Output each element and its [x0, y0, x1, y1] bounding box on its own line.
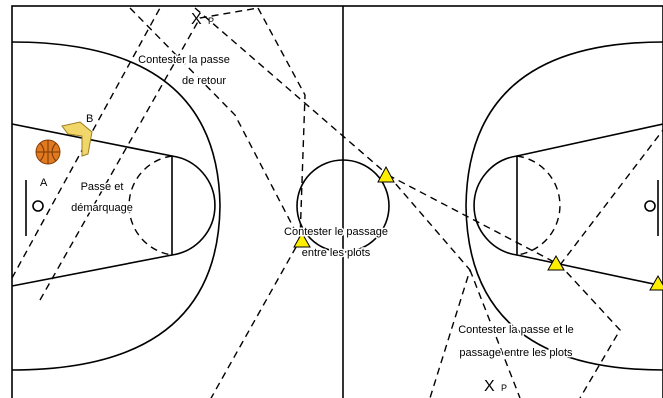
right-key-lane — [516, 123, 663, 287]
player-a-label: A — [40, 177, 48, 189]
left-drill-zone-outer — [129, 7, 301, 241]
cone-icon — [649, 274, 663, 291]
player-b-icon — [61, 121, 93, 157]
cone-icon — [293, 231, 311, 248]
top-defender-marker: X P — [191, 11, 214, 28]
contest-passage-line1: Contester le passage — [284, 226, 388, 238]
right-drill-zone-outer — [387, 174, 621, 398]
center-passing-lane — [194, 7, 389, 176]
top-defender-p: P — [208, 16, 214, 26]
center-circle — [296, 159, 390, 253]
left-drill-zone-inner — [39, 7, 259, 301]
contest-return-pass-line2: de retour — [182, 75, 226, 87]
contest-return-pass-annotation: Contester la passe de retour — [137, 53, 232, 89]
contest-passage-annotation: Contester le passage entre les plots — [283, 225, 390, 261]
left-free-throw-arc — [171, 155, 216, 256]
right-three-point-arc — [465, 41, 663, 371]
right-rim — [644, 200, 656, 212]
left-drill-zone-diamond — [210, 7, 306, 398]
right-drill-zone-inner — [469, 269, 521, 398]
left-free-throw-arc-dashed — [128, 155, 173, 256]
left-three-point-arc — [11, 41, 221, 371]
right-free-throw-arc — [473, 155, 518, 256]
pass-and-cut-line1: Passe et — [81, 181, 124, 193]
contest-pass-passage-line1: Contester la passe et le — [458, 324, 574, 336]
left-drill-zone-left-side — [11, 7, 161, 279]
right-free-throw-arc-dashed — [516, 155, 561, 256]
contest-pass-passage-line2: passage entre les plots — [459, 347, 573, 359]
left-key-lane — [11, 123, 173, 287]
pass-and-cut-annotation: Passe et démarquage — [70, 180, 135, 216]
left-rim — [32, 200, 44, 212]
cone-icon — [547, 254, 565, 271]
contest-passage-line2: entre les plots — [302, 247, 371, 259]
contest-return-pass-line1: Contester la passe — [138, 54, 230, 66]
basketball-icon — [35, 139, 61, 165]
contest-pass-and-passage-annotation: Contester la passe et le passage entre l… — [457, 323, 576, 361]
right-drill-zone-diamond — [387, 174, 471, 398]
pass-and-cut-line2: démarquage — [71, 202, 133, 214]
bottom-defender-p: P — [501, 383, 507, 393]
bottom-defender-x: X — [484, 378, 495, 395]
right-drill-zone-top — [559, 129, 663, 266]
court-boundary — [11, 5, 663, 398]
top-defender-x: X — [191, 11, 202, 28]
cone-icon — [377, 165, 395, 183]
bottom-defender-marker: X P — [484, 378, 507, 395]
player-b-label: B — [86, 113, 93, 125]
